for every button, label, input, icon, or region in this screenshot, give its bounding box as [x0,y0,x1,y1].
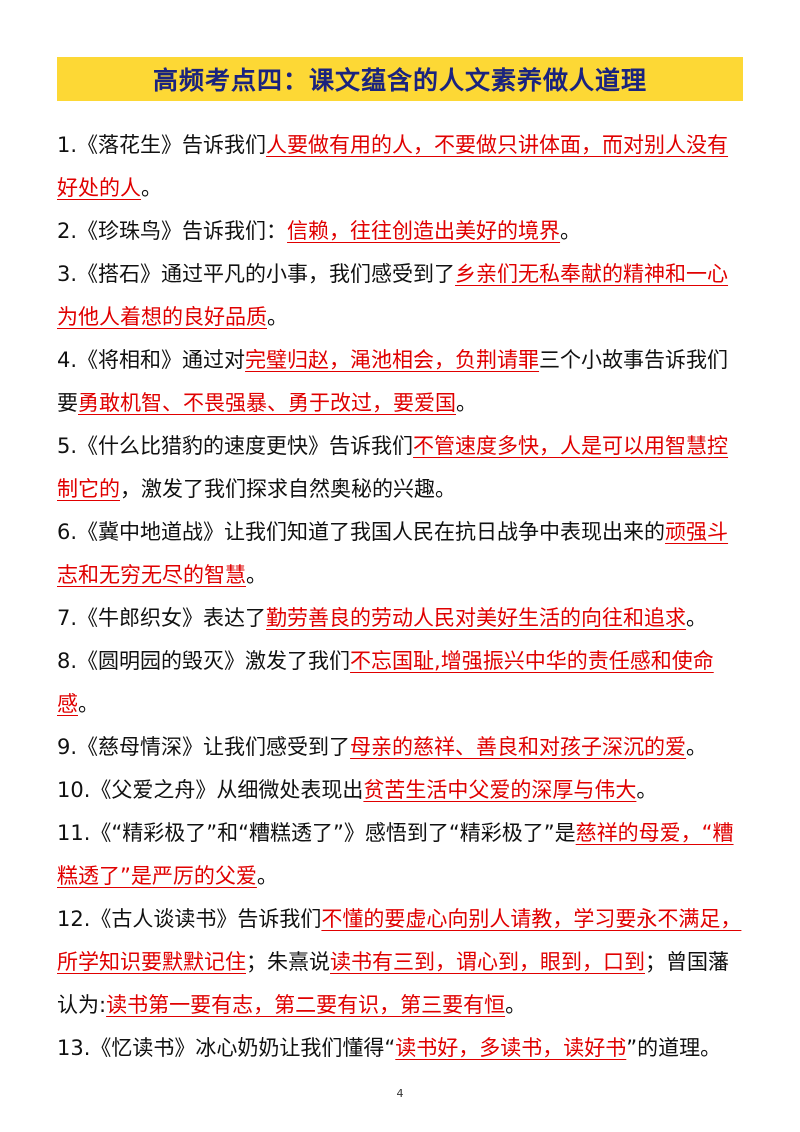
highlighted-answer: 慈祥的母爱，“糟糕透了”是严厉的父爱 [57,821,734,888]
item-text: 。 [141,176,162,200]
highlighted-answer: 人要做有用的人，不要做只讲体面，而对别人没有好处的人 [57,133,729,200]
list-item: 12.《古人谈读书》告诉我们不懂的要虚心向别人请教，学习要永不满足，所学知识要默… [57,898,747,1027]
highlighted-answer: 不管速度多快，人是可以用智慧控制它的 [57,434,729,501]
list-item: 5.《什么比猎豹的速度更快》告诉我们不管速度多快，人是可以用智慧控制它的，激发了… [57,425,747,511]
highlighted-answer: 读书第一要有志，第二要有识，第三要有恒 [106,993,506,1017]
item-text: ；朱熹说 [246,950,330,974]
highlighted-answer: 贫苦生活中父爱的深厚与伟大 [363,778,637,802]
highlighted-answer: 完璧归赵，渑池相会，负荆请罪 [245,348,540,372]
highlighted-answer: 勇敢机智、不畏强暴、勇于改过，要爱国 [78,391,456,415]
list-item: 2.《珍珠鸟》告诉我们：信赖，往往创造出美好的境界。 [57,210,747,253]
item-text: ；曾国藩认为: [57,950,729,1017]
item-text: 11.《“精彩极了”和“糟糕透了”》感悟到了“精彩极了”是 [57,821,576,845]
item-text: 2.《珍珠鸟》告诉我们： [57,219,288,243]
highlighted-answer: 读书有三到，谓心到，眼到，口到 [330,950,645,974]
item-text: 3.《搭石》通过平凡的小事，我们感受到了 [57,262,456,286]
item-text: 。 [267,305,288,329]
highlighted-answer: 信赖，往往创造出美好的境界 [287,219,561,243]
item-text: 。 [246,563,267,587]
list-item: 9.《慈母情深》让我们感受到了母亲的慈祥、善良和对孩子深沉的爱。 [57,726,747,769]
item-text: ，激发了我们探求自然奥秘的兴趣。 [120,477,456,501]
highlighted-answer: 不忘国耻,增强振兴中华的责任感和使命感 [57,649,714,716]
item-text: 三个小故事告诉我们要 [57,348,729,415]
highlighted-answer: 勤劳善良的劳动人民对美好生活的向往和追求 [266,606,687,630]
list-item: 10.《父爱之舟》从细微处表现出贫苦生活中父爱的深厚与伟大。 [57,769,747,812]
list-item: 8.《圆明园的毁灭》激发了我们不忘国耻,增强振兴中华的责任感和使命感。 [57,640,747,726]
item-text: 1.《落花生》告诉我们 [57,133,267,157]
item-text: 5.《什么比猎豹的速度更快》告诉我们 [57,434,414,458]
item-text: 8.《圆明园的毁灭》激发了我们 [57,649,351,673]
item-text: 12.《古人谈读书》告诉我们 [57,907,322,931]
list-item: 3.《搭石》通过平凡的小事，我们感受到了乡亲们无私奉献的精神和一心为他人着想的良… [57,253,747,339]
item-text: 7.《牛郎织女》表达了 [57,606,267,630]
item-text: 6.《冀中地道战》让我们知道了我国人民在抗日战争中表现出来的 [57,520,666,544]
item-text: 4.《将相和》通过对 [57,348,246,372]
list-item: 11.《“精彩极了”和“糟糕透了”》感悟到了“精彩极了”是慈祥的母爱，“糟糕透了… [57,812,747,898]
section-banner: 高频考点四：课文蕴含的人文素养做人道理 [57,57,743,101]
item-text: 9.《慈母情深》让我们感受到了 [57,735,351,759]
highlighted-answer: 母亲的慈祥、善良和对孩子深沉的爱 [350,735,687,759]
item-text: 10.《父爱之舟》从细微处表现出 [57,778,364,802]
item-text: 。 [636,778,658,802]
list-item: 13.《忆读书》冰心奶奶让我们懂得“读书好，多读书，读好书”的道理。 [57,1027,747,1070]
item-text: 。 [456,391,477,415]
page-number: 4 [396,1087,404,1100]
item-text: 。 [686,735,708,759]
list-item: 4.《将相和》通过对完璧归赵，渑池相会，负荆请罪三个小故事告诉我们要勇敢机智、不… [57,339,747,425]
knowledge-list: 1.《落花生》告诉我们人要做有用的人，不要做只讲体面，而对别人没有好处的人。2.… [57,124,747,1070]
item-text: 。 [78,692,99,716]
list-item: 7.《牛郎织女》表达了勤劳善良的劳动人民对美好生活的向往和追求。 [57,597,747,640]
highlighted-answer: 读书好，多读书，读好书 [395,1036,627,1060]
item-text: ”的道理。 [626,1036,722,1060]
list-item: 1.《落花生》告诉我们人要做有用的人，不要做只讲体面，而对别人没有好处的人。 [57,124,747,210]
item-text: 。 [560,219,582,243]
highlighted-answer: 乡亲们无私奉献的精神和一心为他人着想的良好品质 [57,262,729,329]
item-text: 13.《忆读书》冰心奶奶让我们懂得“ [57,1036,396,1060]
highlighted-answer: 顽强斗志和无穷无尽的智慧 [57,520,729,587]
item-text: 。 [686,606,708,630]
item-text: 。 [256,864,278,888]
highlighted-answer: 不懂的要虚心向别人请教，学习要永不满足，所学知识要默默记住 [57,907,742,974]
section-title: 高频考点四：课文蕴含的人文素养做人道理 [152,66,647,95]
list-item: 6.《冀中地道战》让我们知道了我国人民在抗日战争中表现出来的顽强斗志和无穷无尽的… [57,511,747,597]
item-text: 。 [505,993,527,1017]
